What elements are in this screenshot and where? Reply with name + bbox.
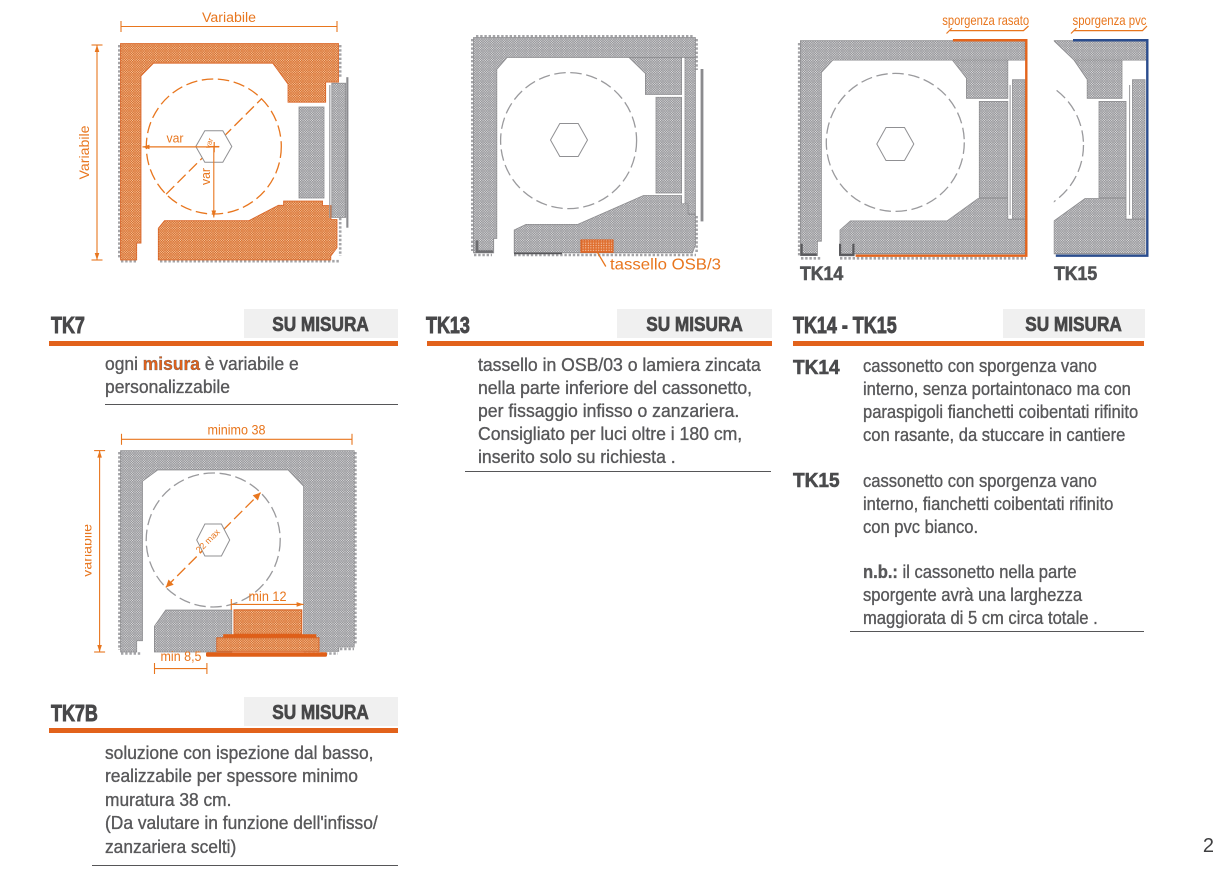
svg-text:var: var (167, 131, 185, 146)
svg-text:Variabile: Variabile (78, 126, 92, 180)
svg-text:Variabile: Variabile (202, 10, 256, 25)
svg-text:minimo 38: minimo 38 (208, 423, 266, 438)
svg-text:var: var (198, 167, 213, 185)
svg-text:Variabile: Variabile (85, 524, 95, 578)
svg-text:sporgenza pvc: sporgenza pvc (1073, 12, 1147, 28)
svg-text:var: var (203, 136, 215, 149)
svg-text:tassello OSB/3: tassello OSB/3 (610, 257, 721, 274)
svg-text:sporgenza rasato: sporgenza rasato (942, 12, 1029, 28)
svg-text:min 12: min 12 (249, 589, 287, 604)
svg-text:min 8,5: min 8,5 (161, 649, 202, 664)
